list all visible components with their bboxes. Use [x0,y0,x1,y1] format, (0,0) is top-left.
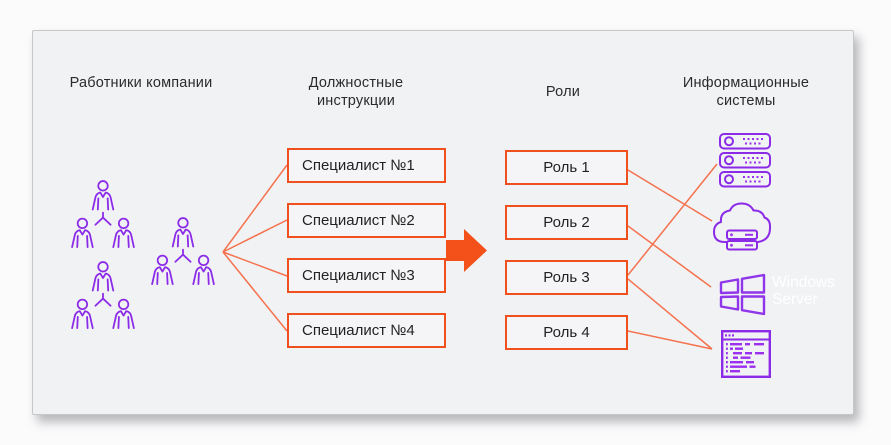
windows-server-label: Windows Server [772,274,835,308]
server-rack-icon [719,133,771,188]
specialist-box: Специалист №4 [287,313,446,348]
specialist-box: Специалист №3 [287,258,446,293]
windows-logo-icon [719,273,766,316]
column-header-instructions: Должностные инструкции [308,75,404,109]
cloud-server-icon [713,202,772,251]
role-box: Роль 2 [505,205,628,240]
column-header-systems: Информационные системы [682,75,810,109]
role-box: Роль 1 [505,150,628,185]
column-header-roles: Роли [545,84,581,100]
team-icon [148,217,218,285]
team-icon [68,261,138,329]
column-header-employees: Работники компании [69,75,213,91]
team-icon [68,180,138,248]
role-box: Роль 3 [505,260,628,295]
specialist-box: Специалист №2 [287,203,446,238]
role-box: Роль 4 [505,315,628,350]
code-window-icon [721,330,771,378]
specialist-box: Специалист №1 [287,148,446,183]
